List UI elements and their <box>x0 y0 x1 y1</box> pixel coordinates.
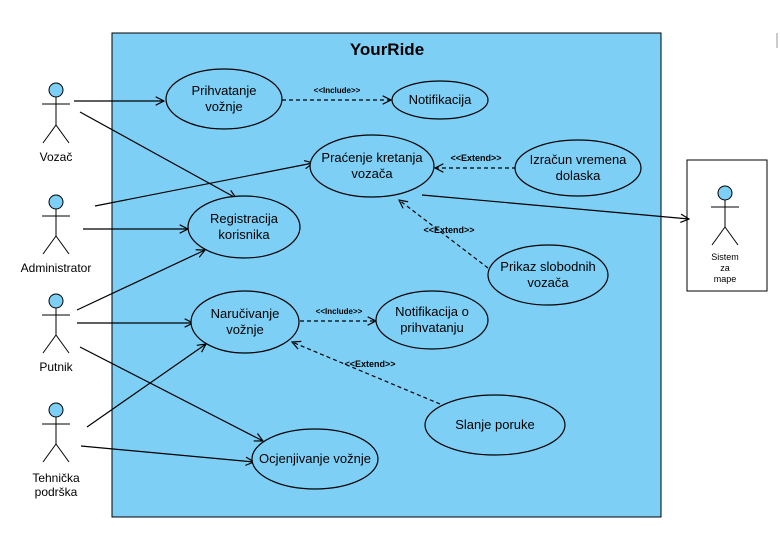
uc-izracun-vremena[interactable] <box>514 139 642 197</box>
uc-notif-prihv-label-1: Notifikacija o <box>395 304 469 319</box>
uc-notifikacija-o-prihvatanju[interactable] <box>375 290 489 350</box>
uc-izracun-label-2: dolaska <box>556 168 602 183</box>
system-title: YourRide <box>350 40 424 59</box>
uc-pracenje-kretanja[interactable] <box>309 134 435 198</box>
actor-vozac-label: Vozač <box>40 150 73 164</box>
extend-slanje-narucivanje <box>292 342 441 405</box>
uc-prihvatanje-label-1: Prihvatanje <box>191 83 256 98</box>
uc-notif-prihv-label-2: prihvatanju <box>400 320 464 335</box>
actor-administrator[interactable] <box>42 194 70 255</box>
uc-ocjenjivanje-voznje[interactable] <box>251 428 379 490</box>
assoc-admin-pracenje <box>94 163 313 207</box>
uc-narucivanje-label-1: Naručivanje <box>211 306 280 321</box>
uc-prikaz-label-2: vozača <box>527 275 569 290</box>
actor-putnik[interactable] <box>42 293 70 354</box>
assoc-tehnicka-ocjenjivanje <box>80 445 254 462</box>
uc-prihvatanje-voznje[interactable] <box>165 68 283 130</box>
uc-ocjenjivanje-label: Ocjenjivanje vožnje <box>259 451 371 466</box>
uc-pracenje-label-2: vozača <box>351 166 393 181</box>
actor-sistem-label-line2: za <box>720 263 730 273</box>
assoc-putnik-ocjenjivanje <box>79 346 263 441</box>
actor-putnik-label: Putnik <box>39 360 73 374</box>
actor-sistem-label-line1: Sistem <box>711 252 739 262</box>
uc-slanje-poruke[interactable] <box>424 394 566 456</box>
uc-registracija-label-2: korisnika <box>218 227 270 242</box>
uc-notifikacija-label: Notifikacija <box>409 92 473 107</box>
assoc-tehnicka-narucivanje <box>86 344 206 428</box>
actor-tehnicka-podrska[interactable] <box>42 402 70 463</box>
uc-prihvatanje-label-2: vožnje <box>205 99 243 114</box>
dependencies <box>282 100 516 405</box>
include-label-1: <<Include>> <box>314 86 361 95</box>
extend-prikaz-pracenje <box>399 200 489 269</box>
assoc-pracenje-sistem <box>421 194 689 219</box>
uc-izracun-label-1: Izračun vremena <box>530 152 628 167</box>
actor-administrator-label: Administrator <box>21 261 92 275</box>
uc-narucivanje-voznje[interactable] <box>190 290 300 354</box>
uc-notifikacija[interactable] <box>391 80 489 120</box>
actor-sistem-box <box>686 159 768 292</box>
uc-prikaz-label-1: Prikaz slobodnih <box>500 259 595 274</box>
use-cases <box>165 68 642 490</box>
extend-label-2: <<Extend>> <box>423 225 474 235</box>
extend-label-3: <<Extend>> <box>344 359 395 369</box>
include-label-2: <<Include>> <box>316 307 363 316</box>
uc-pracenje-label-1: Praćenje kretanja <box>321 150 423 165</box>
uc-slanje-label: Slanje poruke <box>455 417 535 432</box>
uc-prikaz-slobodnih[interactable] <box>487 244 609 306</box>
assoc-putnik-registracija <box>76 250 205 311</box>
actor-sistem-za-mape[interactable] <box>711 185 739 246</box>
actor-vozac[interactable] <box>42 82 70 144</box>
actor-tehnicka-label-line2: podrška <box>35 485 78 499</box>
associations <box>74 101 689 462</box>
uc-registracija-label-1: Registracija <box>210 211 279 226</box>
uc-narucivanje-label-2: vožnje <box>226 322 264 337</box>
actor-tehnicka-label-line1: Tehnička <box>32 471 80 485</box>
uc-registracija-korisnika[interactable] <box>187 195 301 259</box>
actor-sistem-label-line3: mape <box>714 274 737 284</box>
extend-label-1: <<Extend>> <box>450 153 501 163</box>
